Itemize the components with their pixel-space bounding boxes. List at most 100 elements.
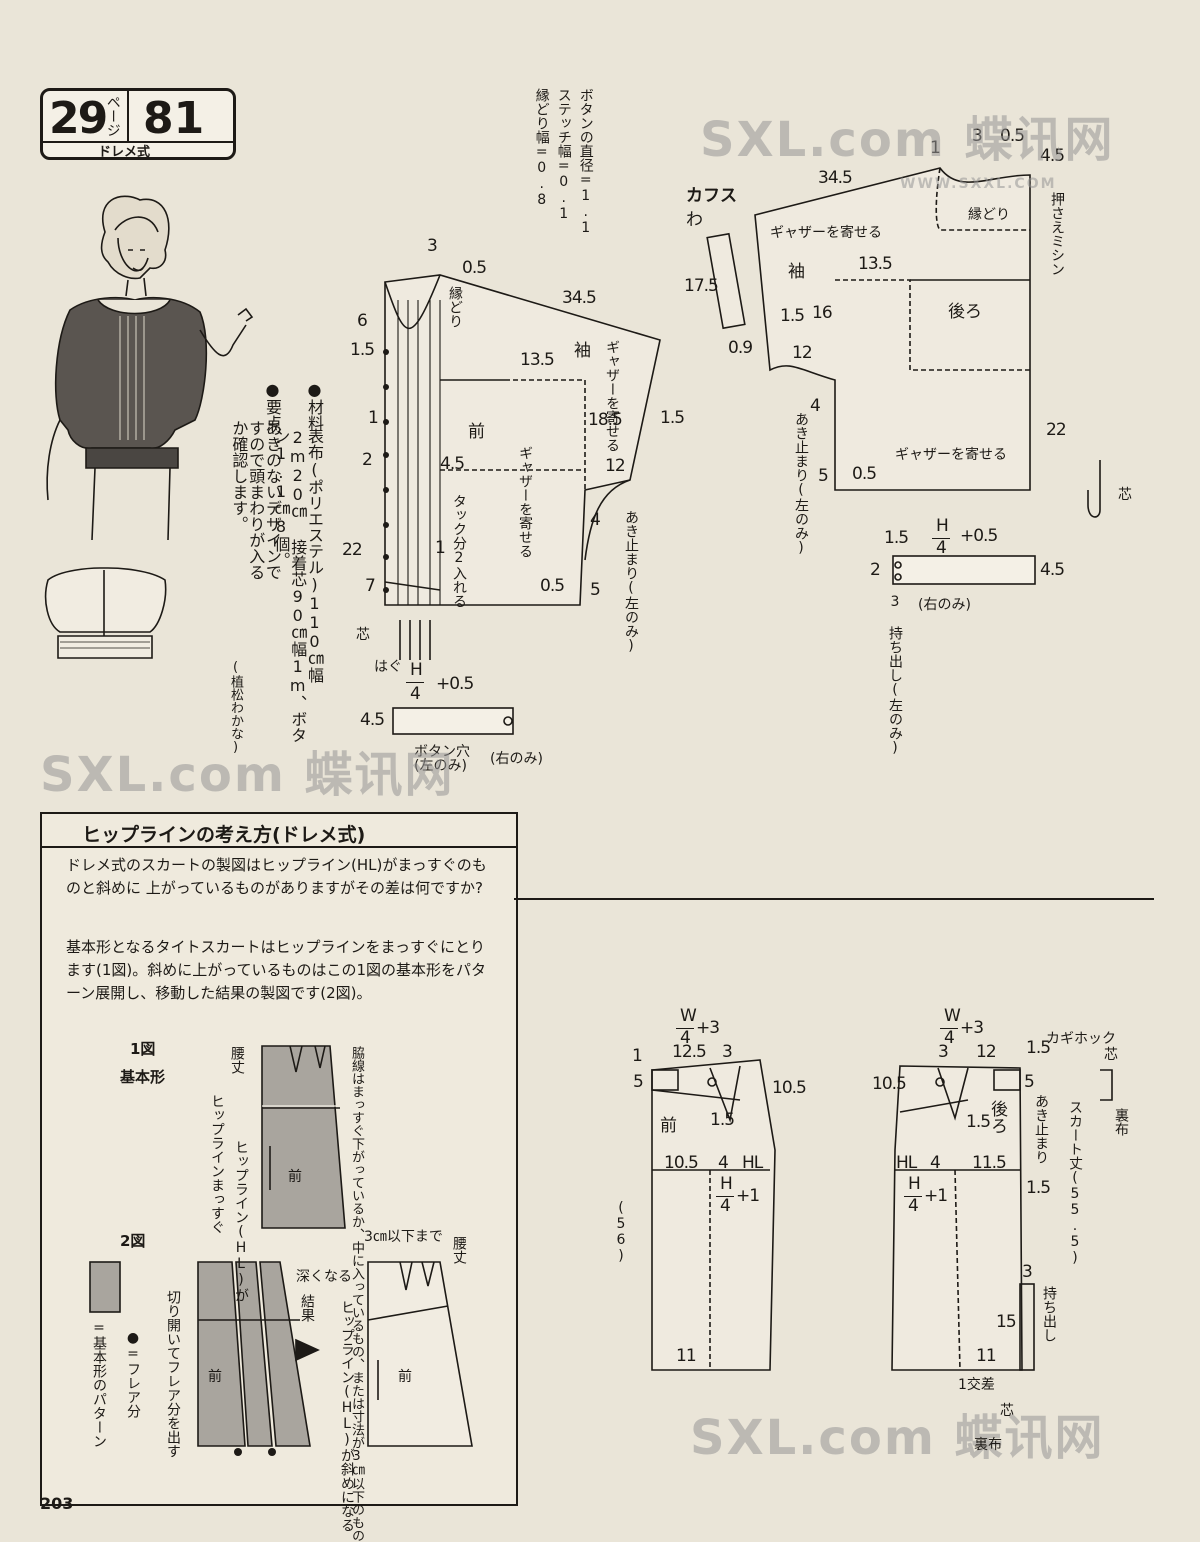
cuffs-label: カフス bbox=[686, 186, 737, 206]
dim-1b: 1 bbox=[435, 538, 446, 558]
hook-label: カギホック bbox=[1046, 1031, 1116, 1047]
dim-15a: 1.5 bbox=[350, 340, 375, 360]
gather-upper: ギャザーを寄せる bbox=[604, 340, 620, 452]
edge-label: 縁どり bbox=[447, 286, 463, 328]
band-2: 2 bbox=[870, 560, 881, 580]
dim-1: 1 bbox=[368, 408, 379, 428]
dim-12: 12 bbox=[605, 456, 626, 476]
back-interfacing: 芯 bbox=[1118, 487, 1132, 503]
skirt-front-wplus: +3 bbox=[696, 1018, 720, 1038]
back-opening: あき止まり(左のみ) bbox=[793, 412, 809, 556]
section-divider bbox=[514, 898, 1154, 900]
watermark-url: WWW.SXXL.COM bbox=[900, 176, 1057, 192]
waist-label: 腰丈 bbox=[229, 1046, 245, 1074]
skirt-back-wplus: +3 bbox=[960, 1018, 984, 1038]
front-label: 前 bbox=[468, 422, 485, 442]
back-gather-top: ギャザーを寄せる bbox=[770, 225, 882, 241]
skirt-back-15: 1.5 bbox=[1026, 1038, 1051, 1058]
waist2-label: 腰丈 bbox=[451, 1236, 467, 1264]
hipline-question: ドレメ式のスカートの製図はヒップライン(HL)がまっすぐのものと斜めに 上がって… bbox=[66, 856, 487, 897]
skirt-back-opening: あき止まり bbox=[1033, 1094, 1049, 1164]
edge-width-note: 縁どり幅=0.8 bbox=[533, 88, 550, 208]
band-height: 4.5 bbox=[360, 710, 385, 730]
buttonhole-label: ボタン穴(左のみ) bbox=[414, 744, 470, 774]
back-dim-05: 0.5 bbox=[1000, 126, 1025, 146]
result-label: 結果 bbox=[299, 1294, 315, 1322]
materials-block: ●材料 表布(ポリエステル)110㎝幅2m20㎝ 接着芯90㎝幅1m、ボタン1.… bbox=[222, 380, 324, 760]
back-dim-3: 3 bbox=[972, 126, 983, 146]
skirt-back-15d: 15 bbox=[996, 1312, 1017, 1332]
skirt-front-105: 10.5 bbox=[772, 1078, 807, 1098]
dim-3: 3 bbox=[427, 236, 438, 256]
back-dim-1: 1 bbox=[930, 138, 941, 158]
dim-22: 22 bbox=[342, 540, 363, 560]
skirt-front-hl: HL bbox=[742, 1153, 763, 1173]
band-plus: +0.5 bbox=[960, 526, 998, 546]
skirt-front-1: 1 bbox=[632, 1046, 643, 1066]
watermark-middle: SXL.com 蝶讯网 bbox=[40, 747, 455, 803]
skirt-back-11: 11 bbox=[976, 1346, 997, 1366]
band-right-only: (右のみ) bbox=[918, 597, 971, 613]
fig2-front: 前 bbox=[398, 1369, 412, 1385]
seam-label: はぐ bbox=[374, 659, 402, 675]
dim-345: 34.5 bbox=[562, 288, 597, 308]
skirt-back-lining2: 裏布 bbox=[974, 1437, 1002, 1453]
skirt-back-ext: 持ち出し bbox=[1041, 1286, 1057, 1342]
band-formula-h: H bbox=[410, 660, 423, 680]
skirt-back-5: 5 bbox=[1024, 1072, 1035, 1092]
skirt-back-15b: 1.5 bbox=[966, 1112, 991, 1132]
interfacing-label: 芯 bbox=[356, 627, 370, 643]
dim-45: 4.5 bbox=[440, 454, 465, 474]
badge-system: ドレメ式 bbox=[98, 145, 151, 160]
back-edge-label: 縁どり bbox=[968, 207, 1010, 223]
hipline-answer: 基本形となるタイトスカートはヒップラインをまっすぐにとります(1図)。斜めに上が… bbox=[66, 938, 487, 1002]
watermark-bottom: SXL.com 蝶讯网 bbox=[690, 1410, 1105, 1466]
back-dim-15: 1.5 bbox=[780, 306, 805, 326]
point-heading: ●要点 bbox=[263, 380, 282, 431]
back-dim-4: 4 bbox=[810, 396, 821, 416]
point-text: あきのないデザインですので頭まわりが入るか確認します。 bbox=[229, 420, 282, 580]
back-gather-bottom: ギャザーを寄せる bbox=[895, 447, 1007, 463]
skirt-back-w: W bbox=[944, 1006, 961, 1026]
badge-page: 29 bbox=[49, 93, 108, 144]
dim-2: 2 bbox=[362, 450, 373, 470]
skirt-front-11: 11 bbox=[676, 1346, 697, 1366]
skirt-back-4: 4 bbox=[930, 1153, 941, 1173]
band-h: H bbox=[936, 516, 949, 536]
back-dim-345: 34.5 bbox=[818, 168, 853, 188]
skirt-back-label: 後ろ bbox=[987, 1100, 1007, 1134]
fig1-sub: 基本形 bbox=[120, 1068, 166, 1086]
band-formula-4: 4 bbox=[410, 684, 421, 704]
fold-label: わ bbox=[686, 210, 703, 230]
skirt-front-w: W bbox=[680, 1006, 697, 1026]
stitch-width-note: ステッチ幅=0.1 bbox=[555, 88, 572, 222]
band-formula-plus: +0.5 bbox=[436, 674, 474, 694]
designer-credit: (植松わかな) bbox=[228, 660, 243, 755]
back-dim-22: 22 bbox=[1046, 420, 1067, 440]
skirt-back-cross: 1交差 bbox=[958, 1377, 995, 1393]
opening-stop: あき止まり(左のみ) bbox=[623, 510, 639, 654]
skirt-back-h: H bbox=[908, 1174, 921, 1194]
skirt-front-h: H bbox=[720, 1174, 733, 1194]
back-label: 後ろ bbox=[948, 302, 982, 322]
sleeve-label: 袖 bbox=[574, 341, 591, 361]
page-badge: 29 ページ 81 ドレメ式 bbox=[40, 88, 236, 160]
badge-page-unit: ページ bbox=[104, 95, 121, 137]
right-only-label: (右のみ) bbox=[490, 751, 543, 767]
skirt-back-hl: HL bbox=[896, 1153, 917, 1173]
skirt-back-3: 3 bbox=[938, 1042, 949, 1062]
dim-05: 0.5 bbox=[462, 258, 487, 278]
fig2-label: 2図 bbox=[120, 1232, 146, 1250]
back-dim-16: 16 bbox=[812, 303, 833, 323]
skirt-front-label: 前 bbox=[660, 1116, 677, 1136]
skirt-front-3: 3 bbox=[722, 1042, 733, 1062]
back-dim-45: 4.5 bbox=[1040, 146, 1065, 166]
below3-label: 3㎝以下まで bbox=[364, 1229, 443, 1245]
back-dim-135: 13.5 bbox=[858, 254, 893, 274]
materials-heading: ●材料 bbox=[305, 380, 324, 431]
skirt-back-15c: 1.5 bbox=[1026, 1178, 1051, 1198]
fig2-split-front: 前 bbox=[208, 1369, 222, 1385]
button-diameter-note: ボタンの直径=1.1 bbox=[577, 88, 594, 236]
skirt-length: スカート丈(55.5) bbox=[1067, 1100, 1083, 1266]
